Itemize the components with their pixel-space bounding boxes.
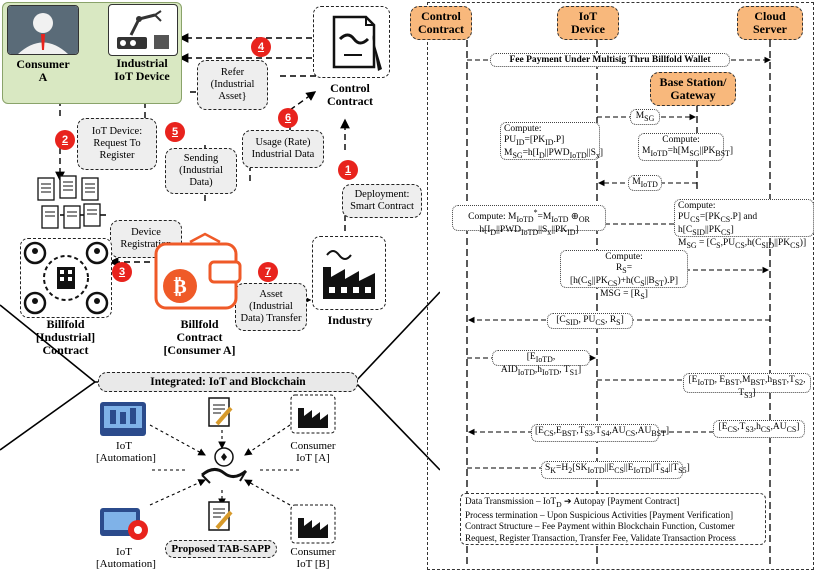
iot-automation-bottom-label: IoT [Automation] <box>96 546 156 570</box>
step-6-box: Usage (Rate) Industrial Data <box>242 130 324 168</box>
proposed-label: Proposed TAB-SAPP <box>165 540 277 558</box>
handshake-contract-icon <box>332 15 382 71</box>
ecs-left-message: [ECS,EBST,TS3,TS4,AUCS,AUBST] <box>531 424 669 442</box>
handshake-coin-icon <box>201 447 247 484</box>
step-4-badge: 4 <box>251 37 271 57</box>
consumer-a-card <box>7 5 79 55</box>
billfold-industrial-label: Billfold [Industrial] Contract <box>35 317 96 357</box>
step-2-badge: 2 <box>55 130 75 150</box>
ebst-message: [EIoTD, EBST,MBST,hBST,TS2, TS3] <box>683 373 811 400</box>
step-3-badge: 3 <box>112 262 132 282</box>
legend-item-1: Data Transmission – IoTD ➔ Autopay [Paym… <box>465 496 680 509</box>
csid-message: [CSID, PUCS, RS] <box>547 313 633 329</box>
iot-automation-bottom-icon <box>100 508 148 540</box>
step-5-badge: 5 <box>165 122 185 142</box>
consumer-iot-b-label: Consumer IoT [B] <box>290 546 336 570</box>
header-iot-device: IoT Device <box>557 6 619 40</box>
msg-iotd-box: MIoTD <box>628 175 662 191</box>
compute-cs-box: Compute:PUCS=[PKCS.P] and h[CSID||PKCS]M… <box>674 199 814 250</box>
consumer-iot-a-icon <box>290 394 336 434</box>
step-1-box: Deployment: Smart Contract <box>342 184 422 218</box>
consumer-avatar-icon <box>8 6 78 54</box>
svg-text:₿: ₿ <box>173 276 186 298</box>
msg-sg-box: MSG <box>630 109 660 125</box>
bitcoin-wallet-icon: ₿ <box>154 232 242 310</box>
billfold-consumer-icon-box: ₿ <box>150 232 242 314</box>
compute-rs-box: Compute:RS=[h(CS||PKCS)+h(CS||BST).P]MSG… <box>560 250 688 301</box>
iot-automation-top-icon <box>100 402 146 436</box>
industrial-iot-label: Industrial IoT Device <box>114 56 170 83</box>
consumer-iot-a-label: Consumer IoT [A] <box>290 440 336 464</box>
contract-pen-top-icon <box>208 397 233 427</box>
control-contract-icon-box <box>313 6 390 78</box>
contract-pen-bottom-icon <box>208 501 233 531</box>
header-control-contract: Control Contract <box>410 6 472 40</box>
billfold-industrial-icon-box <box>20 238 112 318</box>
network-people-icon <box>23 241 109 315</box>
legend-item-3: Contract Structure – Fee Payment within … <box>465 521 736 543</box>
integrated-title: Integrated: IoT and Blockchain <box>98 372 358 392</box>
industry-label: Industry <box>327 313 373 327</box>
ecs-right-message: [ECS,TS3,hCS,AUCS] <box>713 420 805 438</box>
step-1-badge: 1 <box>338 160 358 180</box>
compute-iot-box: Compute:PUID=[PKID.P]MSG=h[ID||PWDIoTD||… <box>500 122 603 160</box>
consumer-a-label: Consumer A <box>16 57 70 84</box>
industrial-iot-card <box>108 4 178 56</box>
compute-bs-box: Compute:MIoTD=h[MSG||PKBST] <box>638 133 733 161</box>
billfold-consumer-label: Billfold Contract [Consumer A] <box>163 317 236 357</box>
step-5-box: Sending (Industrial Data) <box>165 148 237 194</box>
eiotd-message: [EIoTD, AIDIoTD,hIoTD, TS1] <box>492 350 590 377</box>
documents-icon <box>37 175 101 229</box>
step-2-box: IoT Device: Request To Register <box>77 118 157 170</box>
sequence-frame <box>427 2 814 570</box>
legend-item-2: Process termination – Upon Suspicious Ac… <box>465 510 734 521</box>
robot-arm-icon <box>117 10 169 49</box>
step-3-box: Device Registration <box>110 220 182 258</box>
control-contract-label: Control Contract <box>327 81 373 108</box>
header-cloud-server: Cloud Server <box>737 6 803 40</box>
step-4-box: Refer (Industrial Asset} <box>197 60 268 110</box>
sk-message: SK=H2[SKIoTD||ECS||EIoTD||TS4||TS5] <box>541 461 690 479</box>
iot-automation-top-label: IoT [Automation] <box>96 440 156 464</box>
header-base-station: Base Station/ Gateway <box>650 72 736 106</box>
consumer-iot-b-icon <box>290 504 336 544</box>
factory-icon <box>323 250 375 299</box>
step-6-badge: 6 <box>278 108 298 128</box>
step-7-badge: 7 <box>258 262 278 282</box>
industry-icon-box <box>312 236 386 310</box>
legend-box: Data Transmission – IoTD ➔ Autopay [Paym… <box>460 493 766 545</box>
step-7-box: Asset (Industrial Data) Transfer <box>235 283 307 331</box>
fee-payment-message: Fee Payment Under Multisig Thru Billfold… <box>490 53 730 67</box>
